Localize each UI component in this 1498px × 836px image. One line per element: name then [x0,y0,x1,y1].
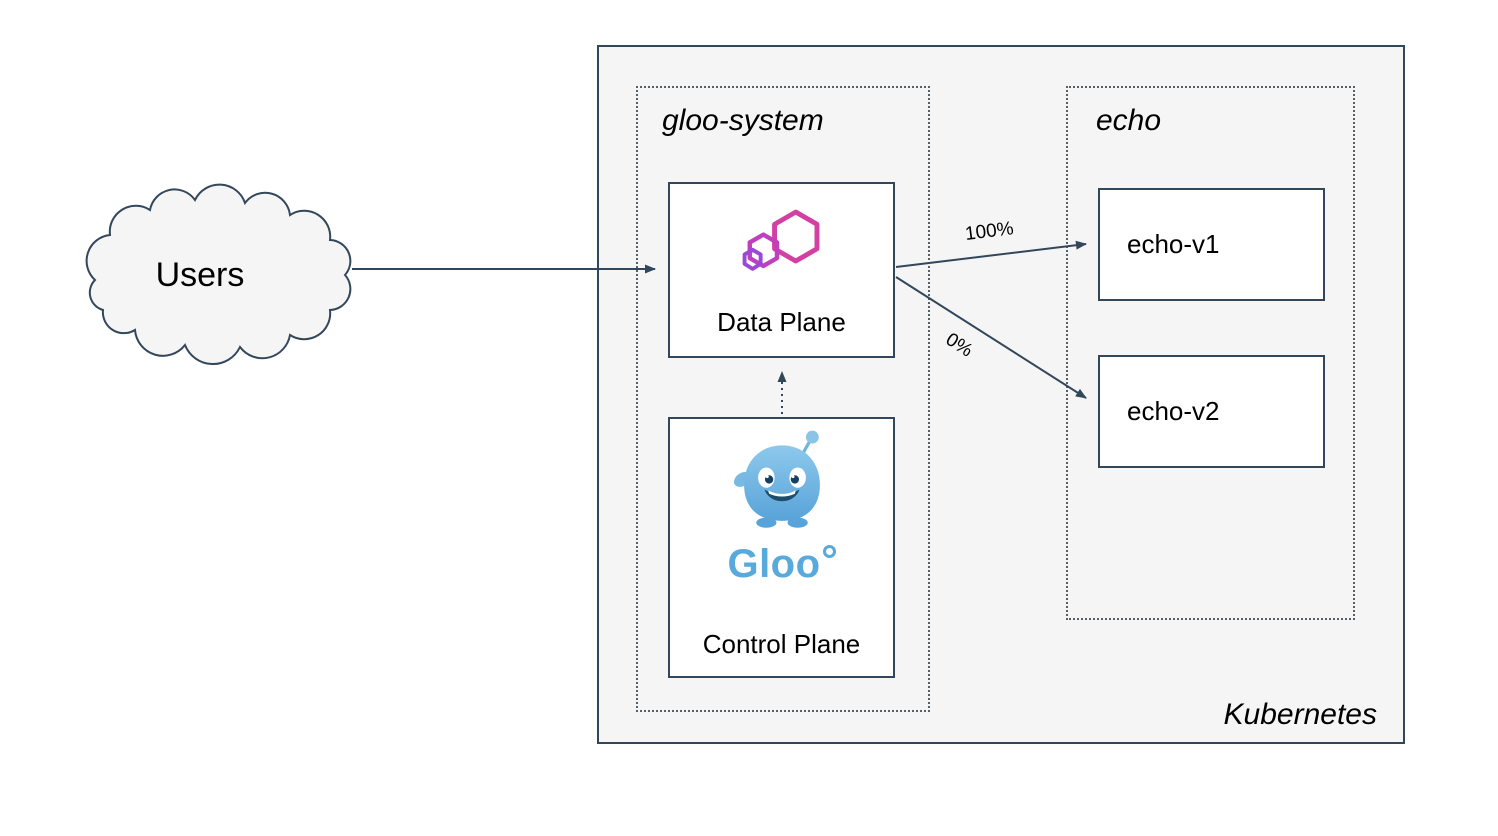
gloo-wordmark-bubble-icon [822,545,836,558]
mascot-body [743,445,820,521]
control-plane-node: Gloo Control Plane [668,417,895,678]
gloo-mascot-icon [733,430,820,528]
namespace-gloo-system: gloo-system [636,86,930,712]
echo-namespace-label: echo [1096,104,1162,137]
namespace-echo: echo [1066,86,1355,620]
users-label: Users [156,256,245,294]
gloo-gateway-hexagons-icon [742,209,819,271]
echo-v2-label: echo-v2 [1127,396,1220,426]
control-plane-label: Control Plane [702,629,861,659]
gloo-wordmark-text: Gloo [727,542,821,586]
data-plane-label: Data Plane [717,307,846,337]
kubernetes-label: Kubernetes [1223,698,1377,731]
gloo-system-label: gloo-system [662,104,824,137]
mascot-antenna-ball [805,430,819,444]
gloo-wordmark: Gloo [727,542,836,586]
echo-v2-node: echo-v2 [1098,355,1325,468]
users-cloud-shape [85,183,352,366]
echo-v1-label: echo-v1 [1127,229,1220,259]
echo-v1-node: echo-v1 [1098,188,1325,301]
data-plane-node: Data Plane [668,182,895,358]
